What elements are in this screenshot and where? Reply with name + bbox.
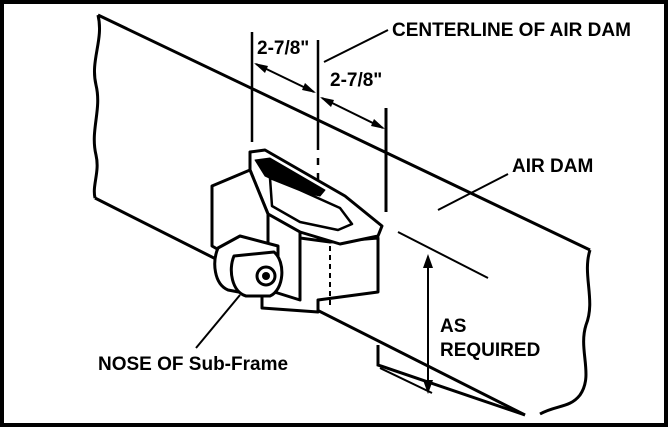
label-required: REQUIRED: [440, 340, 540, 361]
as-required-top-ext: [397, 231, 489, 279]
label-centerline: CENTERLINE OF AIR DAM: [392, 20, 631, 41]
bolt-hole-inner: [262, 272, 270, 280]
left-dim-arrow-start: [254, 63, 268, 73]
air-dam-panel: [92, 13, 592, 417]
air-dam-bottom-lip: [376, 345, 526, 417]
as-required-arrow-top: [423, 254, 433, 268]
frame-hidden-line: [299, 244, 331, 308]
label-as: AS: [440, 316, 466, 337]
sub-frame-nose: [210, 148, 384, 314]
air-dam-right-break: [539, 249, 592, 416]
right-dim-arrow-start: [320, 97, 334, 107]
bracket-shadow: [254, 157, 326, 197]
as-required-bottom-ext: [379, 367, 433, 394]
air-dam-left-break: [92, 14, 101, 199]
centerline-leader: [323, 29, 389, 63]
air-dam-leader: [437, 173, 509, 211]
dimension-lines: [195, 29, 509, 394]
as-required-arrow-bottom: [423, 380, 433, 394]
label-dim-right: 2-7/8": [330, 70, 382, 91]
label-dim-left: 2-7/8": [257, 38, 309, 59]
right-dim-arrow-end: [371, 119, 385, 129]
label-nose: NOSE OF Sub-Frame: [98, 354, 288, 375]
label-air-dam: AIR DAM: [512, 156, 593, 177]
bracket-top-cutout: [268, 176, 354, 232]
air-dam-top-edge: [97, 13, 591, 252]
left-dim-arrow-end: [302, 83, 316, 93]
nose-leader: [195, 294, 241, 349]
